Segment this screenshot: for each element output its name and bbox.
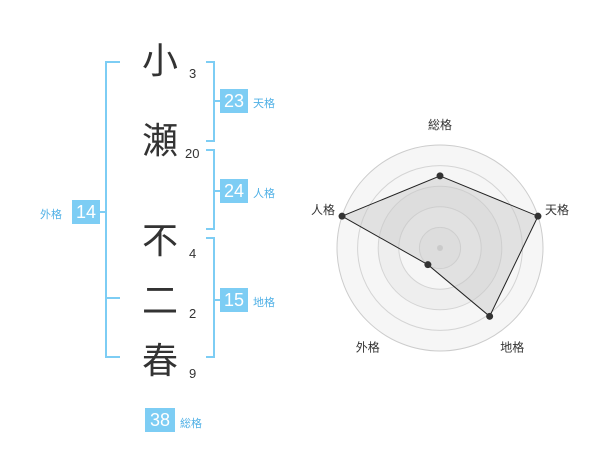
radar-axis-label: 天格 (545, 202, 569, 217)
chikaku-bracket (206, 237, 215, 358)
radar-polygon (340, 175, 539, 318)
tenkaku-value: 23 (220, 89, 248, 113)
jinkaku-value: 24 (220, 179, 248, 203)
jinkaku-label: 人格 (253, 187, 275, 200)
name-char-2: 瀬 (141, 121, 178, 162)
name-char-3: 不 (141, 221, 178, 262)
radar-axis-label: 外格 (356, 340, 380, 355)
tenkaku-label: 天格 (253, 97, 275, 110)
stroke-count-2: 20 (185, 146, 200, 161)
stroke-count-4: 2 (189, 306, 197, 321)
tenkaku-bracket (206, 61, 215, 142)
chikaku-value: 15 (220, 288, 248, 312)
name-char-1: 小 (141, 41, 178, 82)
radar-point-5 (338, 212, 346, 220)
gaikaku-label: 外格 (40, 208, 62, 221)
radar-axis-label: 総格 (428, 117, 452, 132)
stroke-count-3: 4 (189, 246, 197, 261)
gaikaku-bracket (105, 61, 120, 358)
radar-point-2 (534, 212, 542, 220)
jinkaku-bracket (206, 149, 215, 230)
name-char-5: 春 (141, 341, 178, 382)
radar-point-1 (436, 172, 444, 180)
chikaku-label: 地格 (253, 296, 275, 309)
radar-center-dot (437, 245, 443, 251)
radar-point-3 (486, 312, 494, 320)
stroke-count-5: 9 (189, 366, 197, 381)
radar-axis-label: 地格 (500, 340, 524, 355)
name-char-4: 二 (141, 281, 178, 322)
soukaku-label: 総格 (180, 417, 202, 430)
radar-point-4 (424, 261, 432, 269)
soukaku-value: 38 (145, 408, 175, 432)
radar-axis-label: 人格 (311, 202, 335, 217)
stroke-count-1: 3 (189, 66, 197, 81)
gaikaku-value: 14 (72, 200, 100, 224)
